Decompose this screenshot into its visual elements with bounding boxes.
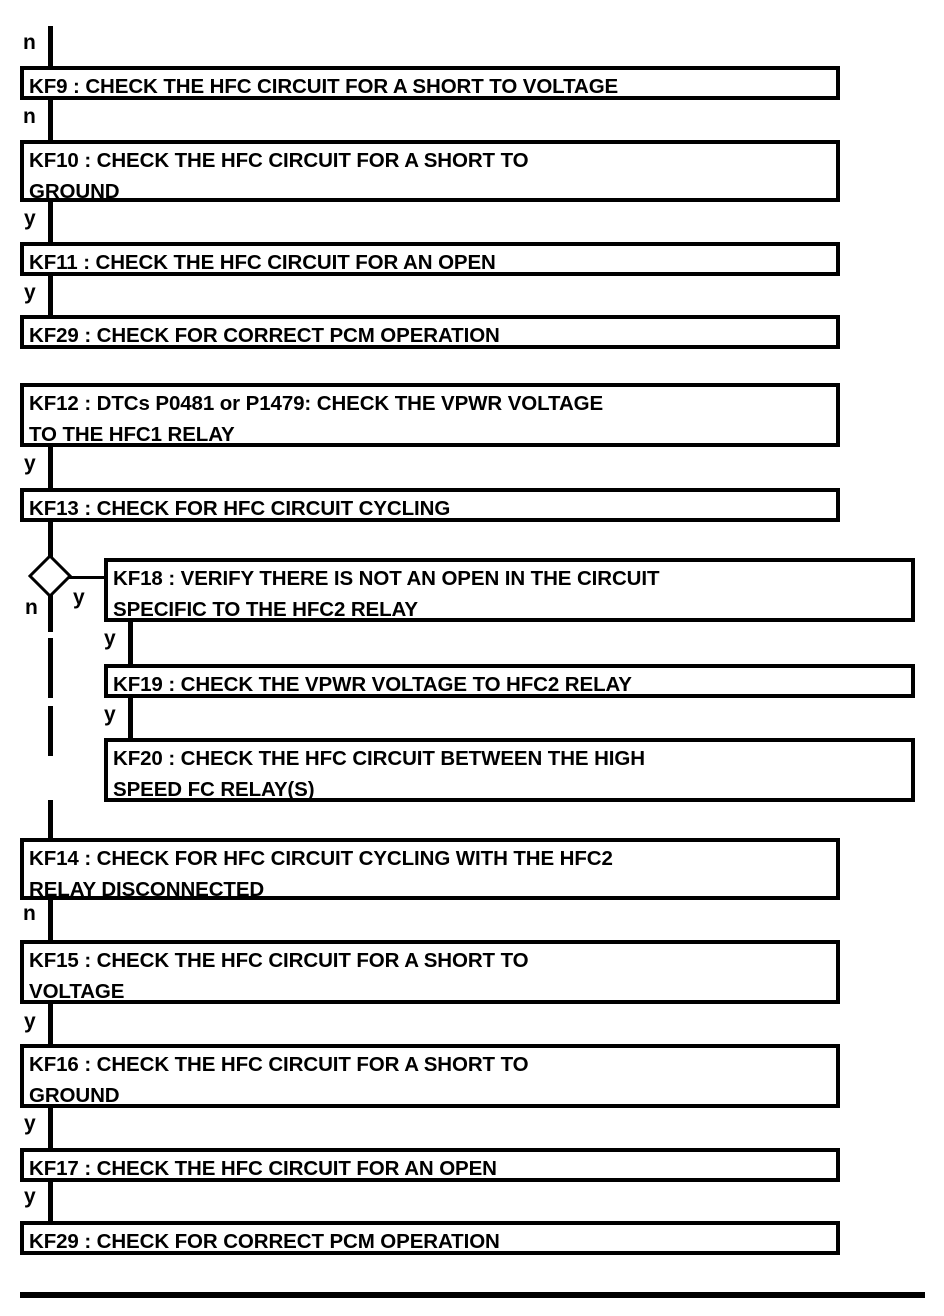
node-kf13[interactable]: KF13 : CHECK FOR HFC CIRCUIT CYCLING <box>20 488 840 522</box>
node-kf19[interactable]: KF19 : CHECK THE VPWR VOLTAGE TO HFC2 RE… <box>104 664 915 698</box>
edge-label-kf11-to-kf29a: y <box>24 281 36 304</box>
edge-label-kf12-to-kf13: y <box>24 452 36 475</box>
edge-label-kf17-to-kf29b: y <box>24 1185 36 1208</box>
connector-kf14-to-kf15 <box>48 896 53 942</box>
node-kf14[interactable]: KF14 : CHECK FOR HFC CIRCUIT CYCLING WIT… <box>20 838 840 901</box>
edge-label-top-to-kf9: n <box>23 31 36 54</box>
edge-label-decision-no: n <box>25 596 38 619</box>
decision-diamond <box>27 553 73 599</box>
edge-label-kf14-to-kf15: n <box>23 902 36 925</box>
connector-kf12-to-kf13 <box>48 445 53 493</box>
connector-kf13-to-decision <box>48 520 53 562</box>
edge-label-kf9-to-kf10: n <box>23 105 36 128</box>
node-kf12[interactable]: KF12 : DTCs P0481 or P1479: CHECK THE VP… <box>20 383 840 447</box>
connector-kf17-to-kf29b <box>48 1178 53 1224</box>
edge-label-kf19-to-kf20: y <box>104 703 116 726</box>
node-kf11[interactable]: KF11 : CHECK THE HFC CIRCUIT FOR AN OPEN <box>20 242 840 276</box>
edge-label-kf16-to-kf17: y <box>24 1112 36 1135</box>
edge-label-kf18-to-kf19: y <box>104 627 116 650</box>
node-kf18[interactable]: KF18 : VERIFY THERE IS NOT AN OPEN IN TH… <box>104 558 915 622</box>
bottom-divider-rule <box>20 1292 925 1298</box>
connector-top-to-kf9 <box>48 26 53 70</box>
connector-kf11-to-kf29a <box>48 274 53 320</box>
connector-decision-no-seg1 <box>48 594 53 632</box>
connector-decision-yes <box>66 576 106 579</box>
node-kf29-b[interactable]: KF29 : CHECK FOR CORRECT PCM OPERATION <box>20 1221 840 1255</box>
node-kf9[interactable]: KF9 : CHECK THE HFC CIRCUIT FOR A SHORT … <box>20 66 840 100</box>
node-kf10[interactable]: KF10 : CHECK THE HFC CIRCUIT FOR A SHORT… <box>20 140 840 203</box>
connector-decision-no-seg2 <box>48 638 53 698</box>
node-kf16[interactable]: KF16 : CHECK THE HFC CIRCUIT FOR A SHORT… <box>20 1044 840 1108</box>
node-kf29-a[interactable]: KF29 : CHECK FOR CORRECT PCM OPERATION <box>20 315 840 349</box>
connector-kf15-to-kf16 <box>48 1003 53 1049</box>
edge-label-decision-yes: y <box>73 586 85 609</box>
node-kf20[interactable]: KF20 : CHECK THE HFC CIRCUIT BETWEEN THE… <box>104 738 915 802</box>
connector-kf16-to-kf17 <box>48 1105 53 1151</box>
connector-decision-no-seg3 <box>48 706 53 756</box>
connector-kf10-to-kf11 <box>48 200 53 246</box>
connector-decision-no-seg4 <box>48 800 53 844</box>
connector-kf9-to-kf10 <box>48 98 53 144</box>
connector-kf18-to-kf19 <box>128 620 133 668</box>
node-kf15[interactable]: KF15 : CHECK THE HFC CIRCUIT FOR A SHORT… <box>20 940 840 1004</box>
edge-label-kf15-to-kf16: y <box>24 1010 36 1033</box>
edge-label-kf10-to-kf11: y <box>24 207 36 230</box>
node-kf17[interactable]: KF17 : CHECK THE HFC CIRCUIT FOR AN OPEN <box>20 1148 840 1182</box>
connector-kf19-to-kf20 <box>128 696 133 742</box>
